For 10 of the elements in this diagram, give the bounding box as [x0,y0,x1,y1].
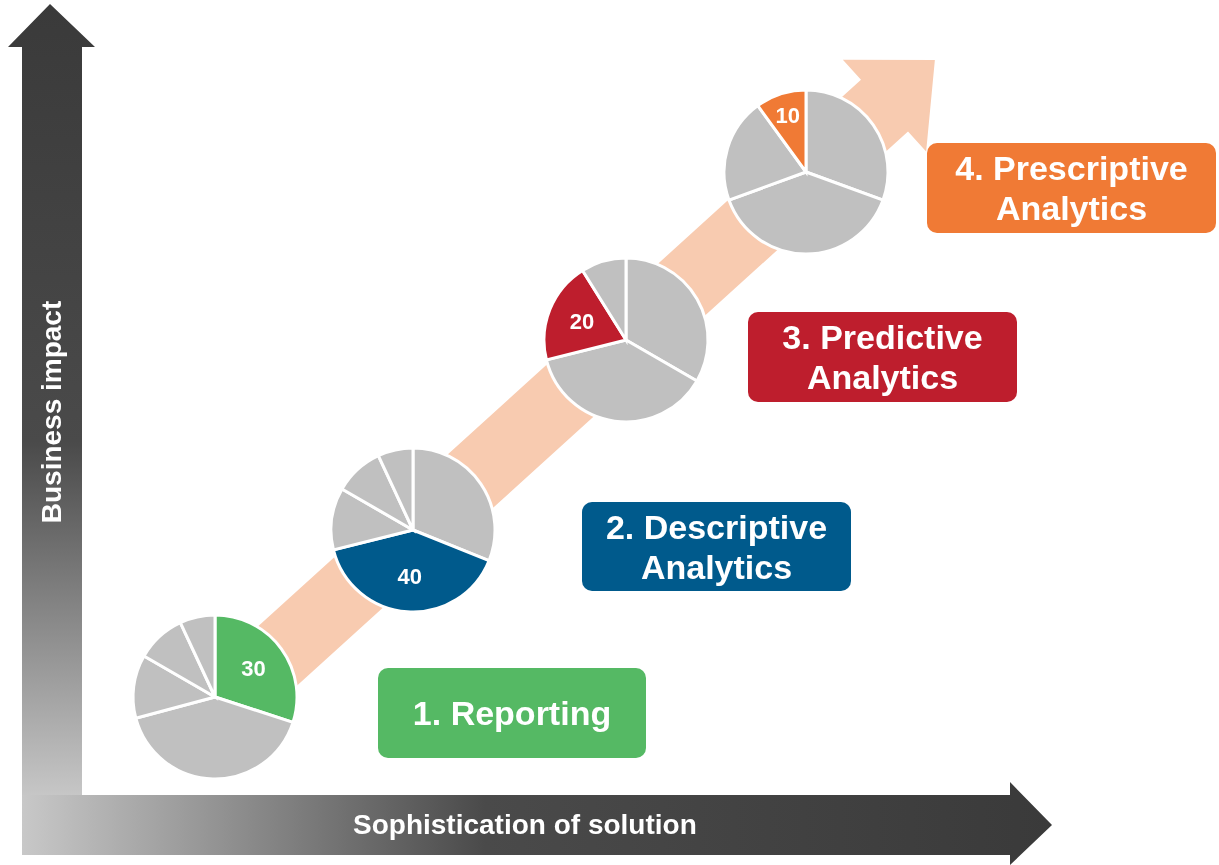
value-label: 30 [241,657,266,682]
value-label: 40 [397,565,422,590]
stage-box: 1. Reporting [378,668,646,758]
value-label: 10 [775,103,800,128]
stage-box: 2. Descriptive Analytics [582,502,851,591]
axis-label: Business impact [35,300,68,524]
axis-label: Sophistication of solution [353,809,697,841]
stage-box: 4. Prescriptive Analytics [927,143,1216,233]
value-label: 20 [569,310,595,335]
stage-box: 3. Predictive Analytics [748,312,1017,402]
